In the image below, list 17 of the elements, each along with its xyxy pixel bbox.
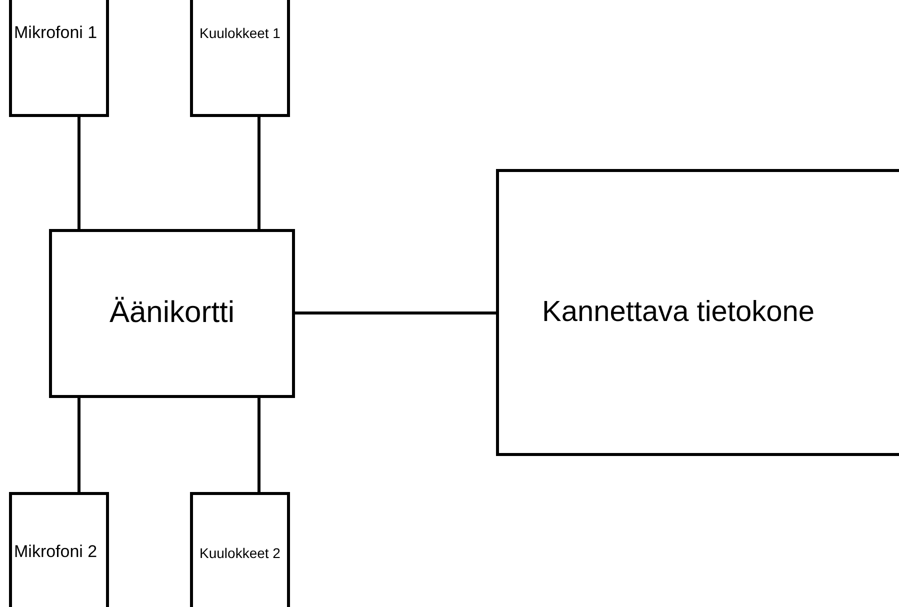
device-label: Kuulokkeet 2 <box>200 545 280 562</box>
device-label: Mikrofoni 2 <box>14 542 98 562</box>
connector-line <box>258 398 260 492</box>
connector-line <box>78 398 80 492</box>
device-label: Mikrofoni 1 <box>14 23 98 43</box>
device-box <box>9 0 109 117</box>
connector-line <box>258 117 260 229</box>
device-box <box>49 229 295 398</box>
device-box <box>496 169 899 456</box>
connector-line <box>295 312 496 314</box>
device-label: Kuulokkeet 1 <box>200 25 280 42</box>
device-box <box>9 492 109 607</box>
device-box <box>190 492 290 607</box>
device-box <box>190 0 290 117</box>
connector-line <box>78 117 80 229</box>
device-label: Äänikortti <box>109 296 235 331</box>
device-label: Kannettava tietokone <box>542 296 814 330</box>
